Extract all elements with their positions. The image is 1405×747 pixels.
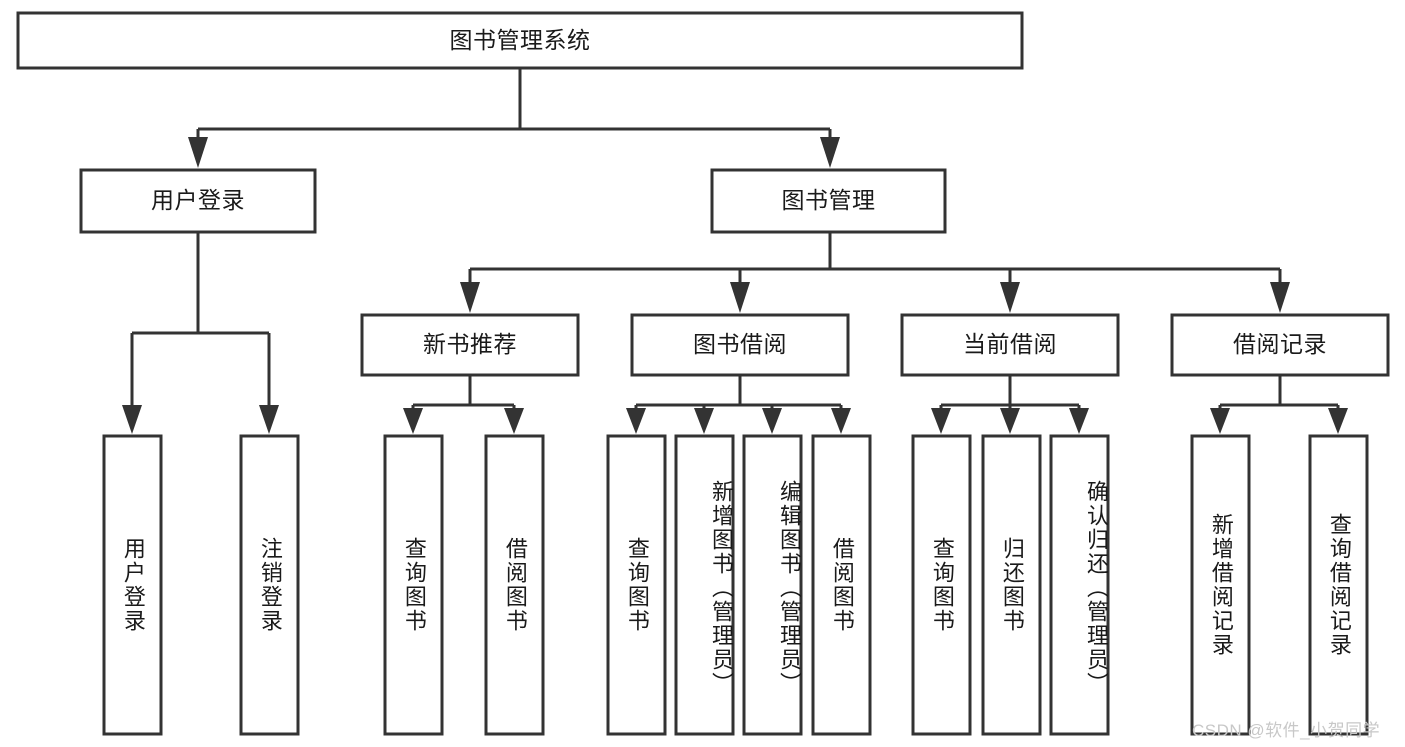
leaf-box[interactable] xyxy=(606,434,667,736)
arrow-icon-leaf-edit-book xyxy=(762,408,782,434)
leaf-box[interactable] xyxy=(1190,434,1251,736)
arrow-icon-user-login xyxy=(188,137,208,168)
node-box-layer xyxy=(16,11,1390,736)
leaf-box[interactable] xyxy=(102,434,163,736)
node-box-user-login[interactable] xyxy=(79,168,317,234)
leaf-box[interactable] xyxy=(1049,434,1110,736)
arrow-icon-leaf-confirm-return xyxy=(1069,408,1089,434)
leaf-box[interactable] xyxy=(674,434,735,736)
arrow-icon-leaf-query-book-1 xyxy=(403,408,423,434)
leaf-box[interactable] xyxy=(742,434,803,736)
leaf-box[interactable] xyxy=(239,434,300,736)
node-box-root[interactable] xyxy=(16,11,1024,70)
arrow-icon-leaf-borrow-book-2 xyxy=(831,408,851,434)
arrow-icon-new-book-rec xyxy=(460,282,480,313)
arrow-icon-leaf-borrow-book-1 xyxy=(504,408,524,434)
arrow-icon-leaf-add-book xyxy=(694,408,714,434)
node-box-book-manage[interactable] xyxy=(710,168,947,234)
arrow-icon-leaf-return-book xyxy=(1000,408,1020,434)
arrow-icon-leaf-add-record xyxy=(1210,408,1230,434)
connector-layer xyxy=(122,68,1348,434)
node-box-new-book-rec[interactable] xyxy=(360,313,580,377)
leaf-box[interactable] xyxy=(981,434,1042,736)
arrow-icon-borrow-record xyxy=(1270,282,1290,313)
leaf-box[interactable] xyxy=(811,434,872,736)
arrow-icon-leaf-query-book-2 xyxy=(626,408,646,434)
arrow-icon-leaf-query-book-3 xyxy=(931,408,951,434)
arrow-icon-current-borrow xyxy=(1000,282,1020,313)
arrow-icon-book-manage xyxy=(820,137,840,168)
arrow-icon-leaf-query-record xyxy=(1328,408,1348,434)
node-box-borrow-record[interactable] xyxy=(1170,313,1390,377)
leaf-box[interactable] xyxy=(484,434,545,736)
leaf-box[interactable] xyxy=(911,434,972,736)
node-box-current-borrow[interactable] xyxy=(900,313,1120,377)
leaf-box[interactable] xyxy=(1308,434,1369,736)
arrow-icon-leaf-logout xyxy=(259,405,279,434)
arrow-icon-leaf-user-login xyxy=(122,405,142,434)
leaf-box[interactable] xyxy=(383,434,444,736)
arrow-icon-book-borrow xyxy=(730,282,750,313)
node-box-book-borrow[interactable] xyxy=(630,313,850,377)
